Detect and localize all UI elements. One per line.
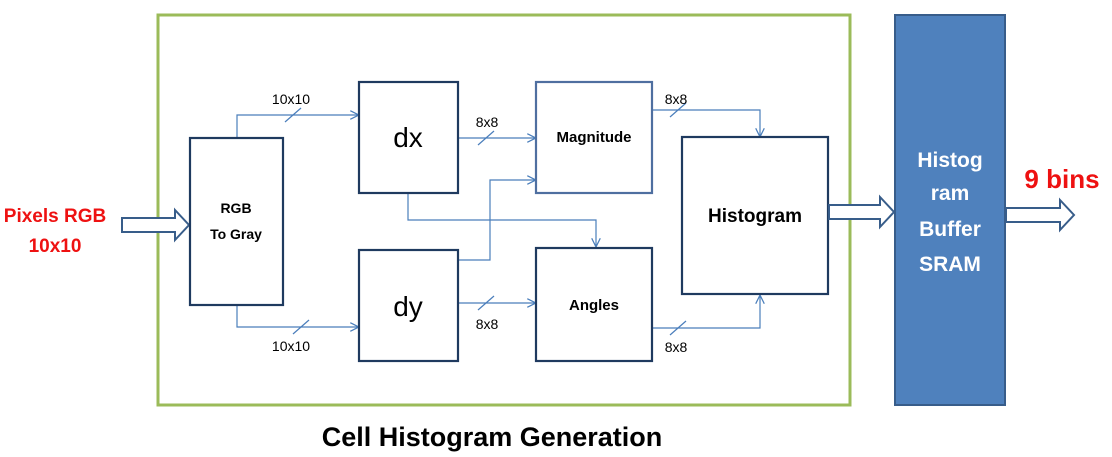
wires — [236, 102, 760, 336]
bus-label-dx-mag: 8x8 — [476, 114, 499, 130]
magnitude-label: Magnitude — [557, 129, 632, 146]
input-arrow — [121, 207, 191, 243]
wire-ang-to-hist — [652, 296, 760, 329]
bus-label-mag-hist: 8x8 — [665, 91, 688, 107]
bus-tick-mag-hist — [669, 102, 687, 118]
input-label-line1: Pixels RGB — [4, 206, 106, 227]
bus-label-dy-ang: 8x8 — [476, 316, 499, 332]
buffer-label-line2: ram — [931, 182, 970, 205]
wire-dx-to-ang — [407, 193, 596, 246]
wire-rgb-to-dy — [236, 305, 358, 327]
bus-tick-dx-mag — [477, 130, 495, 146]
wire-rgb-to-dx — [236, 115, 358, 138]
rgb-to-gray-label-line2: To Gray — [210, 226, 262, 242]
rgb-to-gray-label-line1: RGB — [220, 200, 251, 216]
bus-tick-rgb-dx — [284, 107, 302, 123]
bus-label-rgb-dy: 10x10 — [272, 338, 310, 354]
buffer-label-line3: Buffer — [919, 218, 981, 241]
dx-block — [357, 80, 460, 195]
input-label-line2: 10x10 — [29, 236, 82, 257]
angles-label: Angles — [569, 297, 619, 314]
bus-tick-dy-ang — [477, 295, 495, 311]
dy-label: dy — [393, 291, 423, 322]
histogram-block — [680, 135, 830, 296]
bus-tick-rgb-dy — [292, 319, 310, 335]
output-arrow — [1005, 197, 1076, 233]
histogram-buffer-sram-block — [894, 14, 1006, 406]
histogram-to-buffer-arrow — [828, 194, 896, 230]
wire-mag-to-hist — [652, 109, 760, 136]
buffer-label-line4: SRAM — [919, 253, 981, 276]
output-label: 9 bins — [1024, 164, 1099, 194]
bus-label-ang-hist: 8x8 — [665, 339, 688, 355]
diagram-caption: Cell Histogram Generation — [322, 422, 663, 452]
dx-label: dx — [393, 122, 423, 153]
buffer-label-line1: Histog — [917, 149, 982, 172]
histogram-label: Histogram — [708, 206, 802, 227]
bus-tick-ang-hist — [669, 320, 687, 336]
bus-label-rgb-dx: 10x10 — [272, 91, 310, 107]
wire-dy-to-mag — [458, 180, 535, 261]
rgb-to-gray-block — [188, 136, 285, 307]
magnitude-block — [534, 80, 654, 195]
dy-block — [357, 248, 460, 363]
angles-block — [534, 246, 654, 363]
